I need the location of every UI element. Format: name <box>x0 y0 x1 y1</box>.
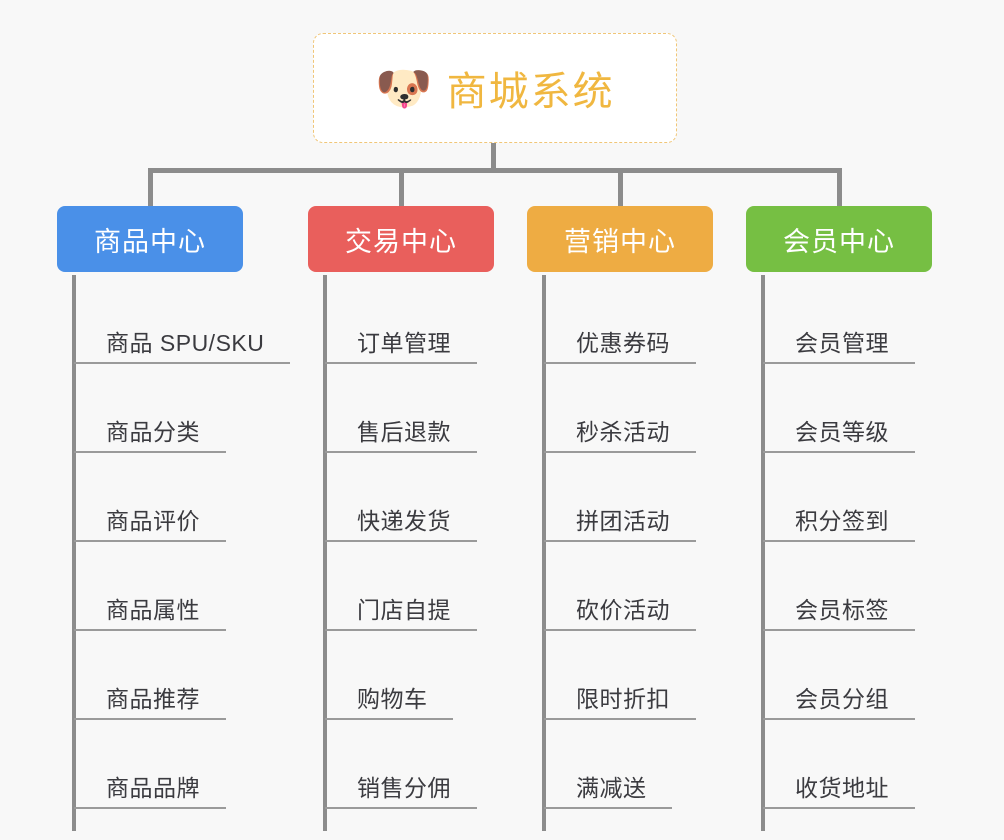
leaf-item-underline <box>325 540 477 542</box>
leaf-spine <box>761 275 765 831</box>
category-box-trade-center[interactable]: 交易中心 <box>308 206 494 272</box>
leaf-item[interactable]: 积分签到 <box>761 453 915 542</box>
leaf-item-underline <box>763 451 915 453</box>
leaf-item-label: 门店自提 <box>357 597 451 623</box>
leaf-item-underline <box>544 807 672 809</box>
leaf-item-underline <box>544 362 696 364</box>
leaf-column-trade-center: 订单管理售后退款快递发货门店自提购物车销售分佣 <box>323 275 477 831</box>
connector-horizontal-bus <box>149 168 837 173</box>
dog-face-icon: 🐶 <box>375 61 433 115</box>
leaf-item-label: 优惠券码 <box>576 330 670 356</box>
leaf-item-label: 积分签到 <box>795 508 889 534</box>
leaf-item-label: 拼团活动 <box>576 508 670 534</box>
leaf-item-label: 会员标签 <box>795 597 889 623</box>
category-box-label: 会员中心 <box>783 226 895 257</box>
leaf-item[interactable]: 订单管理 <box>323 275 477 364</box>
leaf-spine <box>323 275 327 831</box>
leaf-item-label: 限时折扣 <box>576 686 670 712</box>
leaf-item[interactable]: 商品 SPU/SKU <box>72 275 290 364</box>
category-box-marketing-center[interactable]: 营销中心 <box>527 206 713 272</box>
leaf-item[interactable]: 满减送 <box>542 720 672 809</box>
leaf-item[interactable]: 商品属性 <box>72 542 264 631</box>
leaf-item-label: 秒杀活动 <box>576 419 670 445</box>
leaf-item-label: 商品品牌 <box>106 775 200 801</box>
leaf-item-label: 购物车 <box>357 686 428 712</box>
leaf-item-underline <box>74 540 226 542</box>
leaf-item[interactable]: 商品分类 <box>72 364 264 453</box>
leaf-item[interactable]: 快递发货 <box>323 453 477 542</box>
leaf-item[interactable]: 会员标签 <box>761 542 915 631</box>
leaf-item[interactable]: 收货地址 <box>761 720 915 809</box>
leaf-item[interactable]: 会员管理 <box>761 275 915 364</box>
leaf-column-marketing-center: 优惠券码秒杀活动拼团活动砍价活动限时折扣满减送 <box>542 275 696 831</box>
category-box-label: 营销中心 <box>564 226 676 257</box>
leaf-item-label: 商品 SPU/SKU <box>106 330 265 356</box>
category-box-label: 交易中心 <box>345 226 457 257</box>
leaf-item-underline <box>74 451 226 453</box>
leaf-item-underline <box>325 629 477 631</box>
leaf-item-underline <box>544 629 696 631</box>
leaf-item-label: 商品分类 <box>106 419 200 445</box>
leaf-item-label: 砍价活动 <box>576 597 670 623</box>
leaf-item[interactable]: 拼团活动 <box>542 453 696 542</box>
leaf-item-underline <box>325 362 477 364</box>
leaf-item-underline <box>74 718 226 720</box>
connector-drop-trade-center <box>399 168 404 208</box>
leaf-item-underline <box>763 718 915 720</box>
connector-drop-marketing-center <box>618 168 623 208</box>
leaf-item-label: 会员管理 <box>795 330 889 356</box>
leaf-item[interactable]: 商品推荐 <box>72 631 264 720</box>
leaf-item-underline <box>74 629 226 631</box>
leaf-item-underline <box>544 540 696 542</box>
leaf-item[interactable]: 砍价活动 <box>542 542 696 631</box>
leaf-item-label: 销售分佣 <box>357 775 451 801</box>
category-box-member-center[interactable]: 会员中心 <box>746 206 932 272</box>
leaf-item-underline <box>325 451 477 453</box>
root-node-mall-system[interactable]: 🐶 商城系统 <box>313 33 677 143</box>
connector-root-stem <box>491 143 496 171</box>
leaf-item-underline <box>74 362 290 364</box>
leaf-spine <box>542 275 546 831</box>
leaf-item-label: 收货地址 <box>795 775 889 801</box>
leaf-item[interactable]: 会员等级 <box>761 364 915 453</box>
leaf-item-underline <box>325 807 477 809</box>
root-node-label: 商城系统 <box>446 70 615 114</box>
leaf-item-label: 会员分组 <box>795 686 889 712</box>
leaf-spine <box>72 275 76 831</box>
leaf-item[interactable]: 购物车 <box>323 631 453 720</box>
leaf-item-underline <box>74 807 226 809</box>
leaf-item-label: 会员等级 <box>795 419 889 445</box>
leaf-item-underline <box>763 629 915 631</box>
connector-drop-product-center <box>148 168 153 208</box>
leaf-item[interactable]: 限时折扣 <box>542 631 696 720</box>
leaf-item[interactable]: 售后退款 <box>323 364 477 453</box>
leaf-item-label: 商品推荐 <box>106 686 200 712</box>
leaf-item-label: 商品属性 <box>106 597 200 623</box>
leaf-item[interactable]: 会员分组 <box>761 631 915 720</box>
leaf-item-underline <box>544 718 696 720</box>
leaf-column-product-center: 商品 SPU/SKU 商品分类商品评价商品属性商品推荐商品品牌 <box>72 275 290 831</box>
leaf-item-underline <box>325 718 453 720</box>
leaf-item[interactable]: 销售分佣 <box>323 720 477 809</box>
leaf-item-label: 满减送 <box>576 775 647 801</box>
leaf-item-underline <box>544 451 696 453</box>
leaf-item[interactable]: 商品评价 <box>72 453 264 542</box>
leaf-item[interactable]: 优惠券码 <box>542 275 696 364</box>
leaf-item-label: 售后退款 <box>357 419 451 445</box>
leaf-column-member-center: 会员管理会员等级积分签到会员标签会员分组收货地址 <box>761 275 915 831</box>
leaf-item-label: 商品评价 <box>106 508 200 534</box>
leaf-item-underline <box>763 362 915 364</box>
leaf-item-underline <box>763 807 915 809</box>
category-box-product-center[interactable]: 商品中心 <box>57 206 243 272</box>
leaf-item-underline <box>763 540 915 542</box>
leaf-item-label: 订单管理 <box>357 330 451 356</box>
leaf-item[interactable]: 门店自提 <box>323 542 477 631</box>
leaf-item-label: 快递发货 <box>357 508 451 534</box>
connector-drop-member-center <box>837 168 842 208</box>
leaf-item[interactable]: 秒杀活动 <box>542 364 696 453</box>
category-box-label: 商品中心 <box>94 226 206 257</box>
leaf-item[interactable]: 商品品牌 <box>72 720 264 809</box>
